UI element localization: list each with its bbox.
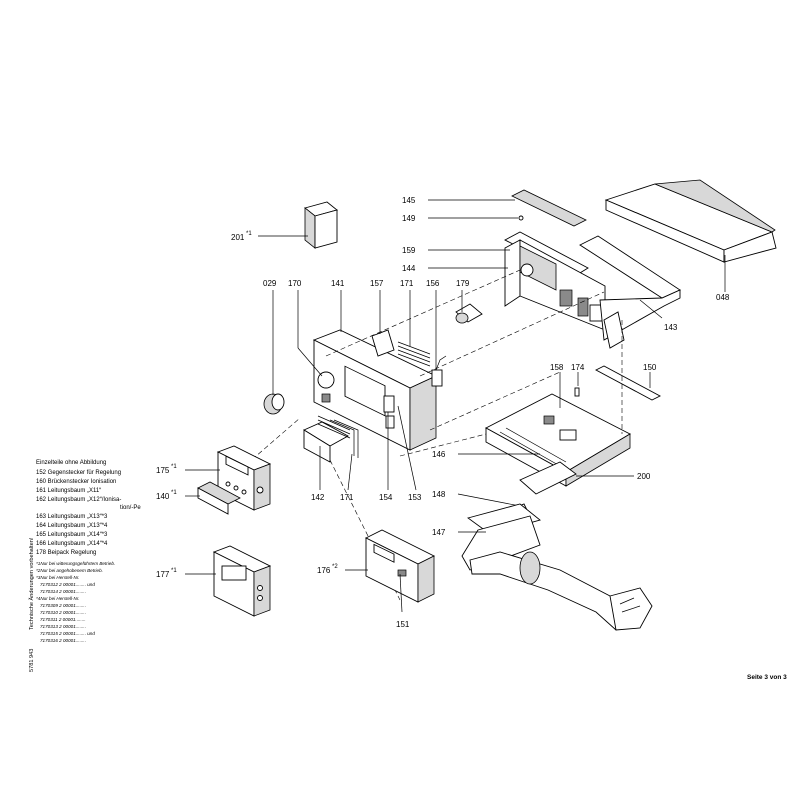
callout-146: 146 [432,450,446,459]
part-140-card [197,481,241,515]
part-029-knob [263,393,285,415]
parts-list: Einzelteile ohne Abbildung 152 Gegenstec… [36,460,141,556]
callout-200: 200 [637,472,651,481]
part-176-panel [364,529,436,603]
callout-149: 149 [402,214,416,223]
callout-147: 147 [432,528,446,537]
callout-175-sup: *1 [171,464,177,470]
footnote-line: 7170314 2 00001........ [40,589,86,594]
part-159-144-board [504,231,606,331]
assembly-dashed-lines [239,269,623,601]
callout-159: 159 [402,246,416,255]
callout-154: 154 [379,493,393,502]
footnote-line: 7170316 2 00001........ [40,638,86,643]
part-145-illustration [511,189,587,227]
footnotes: *1Nur bei witterungsgeführtem Betrieb. *… [36,561,115,643]
part-142-frame [303,415,351,463]
footnote-line: *4Nur bei Herstell-Nr. [36,596,79,601]
parts-list-item: tion/-Pe [120,505,141,511]
part-149-screw [518,215,524,221]
footnote-line: 7170309 2 00001........ [40,603,86,608]
callout-148: 148 [432,490,446,499]
part-179-knob [455,303,483,324]
document-number: 5781 943 [29,649,35,672]
page-label: Seite 3 von 3 [747,674,787,681]
footnote-line: *1Nur bei witterungsgeführtem Betrieb. [36,561,115,566]
callout-156: 156 [426,279,440,288]
footnote-line: *3Nur bei Herstell-Nr. [36,575,79,580]
callout-158: 158 [550,363,564,372]
callout-171-lower: 171 [340,493,354,502]
part-177-panel [212,545,272,617]
footnote-line: 7170313 2 00001........ [40,624,86,629]
parts-list-item: 164 Leitungsbaum „X13“*4 [36,523,108,529]
callout-142: 142 [311,493,325,502]
callout-177-sup: *1 [171,568,177,574]
part-201-illustration [304,201,338,249]
callout-140: 140 [156,492,170,501]
callout-179: 179 [456,279,470,288]
part-171-cable-upper [397,341,431,367]
callout-174: 174 [571,363,585,372]
part-150-bracket [595,365,661,401]
callout-153: 153 [408,493,422,502]
footnote-line: *2Nur bei angehobenem Betrieb. [36,568,103,573]
part-156-plug [431,355,447,387]
parts-list-heading: Einzelteile ohne Abbildung [36,460,106,466]
footnote-line: 7170310 2 00001........ [40,610,86,615]
parts-list-item: 161 Leitungsbaum „X11“ [36,488,101,494]
callout-176: 176 [317,566,331,575]
changes-reserved-note: Technische Änderungen vorbehalten! [28,537,35,630]
parts-list-item: 166 Leitungsbaum „X14“*4 [36,541,108,547]
part-174-pin [574,387,580,397]
callout-145: 145 [402,196,416,205]
parts-list-item: 160 Brückenstecker Ionisation [36,479,116,485]
callout-151: 151 [396,620,410,629]
callout-140-sup: *1 [171,490,177,496]
callout-175: 175 [156,466,170,475]
footnote-line: 7170315 2 00001........ und [40,631,95,636]
callout-201-sup: *1 [246,231,252,237]
part-048-cover [604,179,777,263]
footnote-line: 7170312 2 00001........ und [40,582,95,587]
callout-144: 144 [402,264,416,273]
parts-list-item: 162 Leitungsbaum „X12“/Ionisa- [36,497,121,503]
callout-150: 150 [643,363,657,372]
part-143-housing [579,235,681,349]
part-146-tray [485,393,631,495]
part-157-connector [371,329,395,357]
callout-176-sup: *2 [332,564,338,570]
callout-048: 048 [716,293,730,302]
callout-141: 141 [331,279,345,288]
parts-list-item: 152 Gegenstecker für Regelung [36,470,121,476]
callout-177: 177 [156,570,170,579]
part-147-air-duct [461,503,653,631]
parts-list-item: 163 Leitungsbaum „X13“*3 [36,514,108,520]
callout-029: 029 [263,279,277,288]
callout-143: 143 [664,323,678,332]
part-175-panel [216,445,272,511]
callout-201: 201 [231,233,245,242]
part-171-cable-lower [329,419,359,458]
callout-170: 170 [288,279,302,288]
footnote-line: 7170311 2 00001........ [40,617,86,622]
parts-list-item: 165 Leitungsbaum „X14“*3 [36,532,108,538]
parts-list-item: 178 Beipack Regelung [36,550,96,556]
callout-157: 157 [370,279,384,288]
callout-171-upper: 171 [400,279,414,288]
